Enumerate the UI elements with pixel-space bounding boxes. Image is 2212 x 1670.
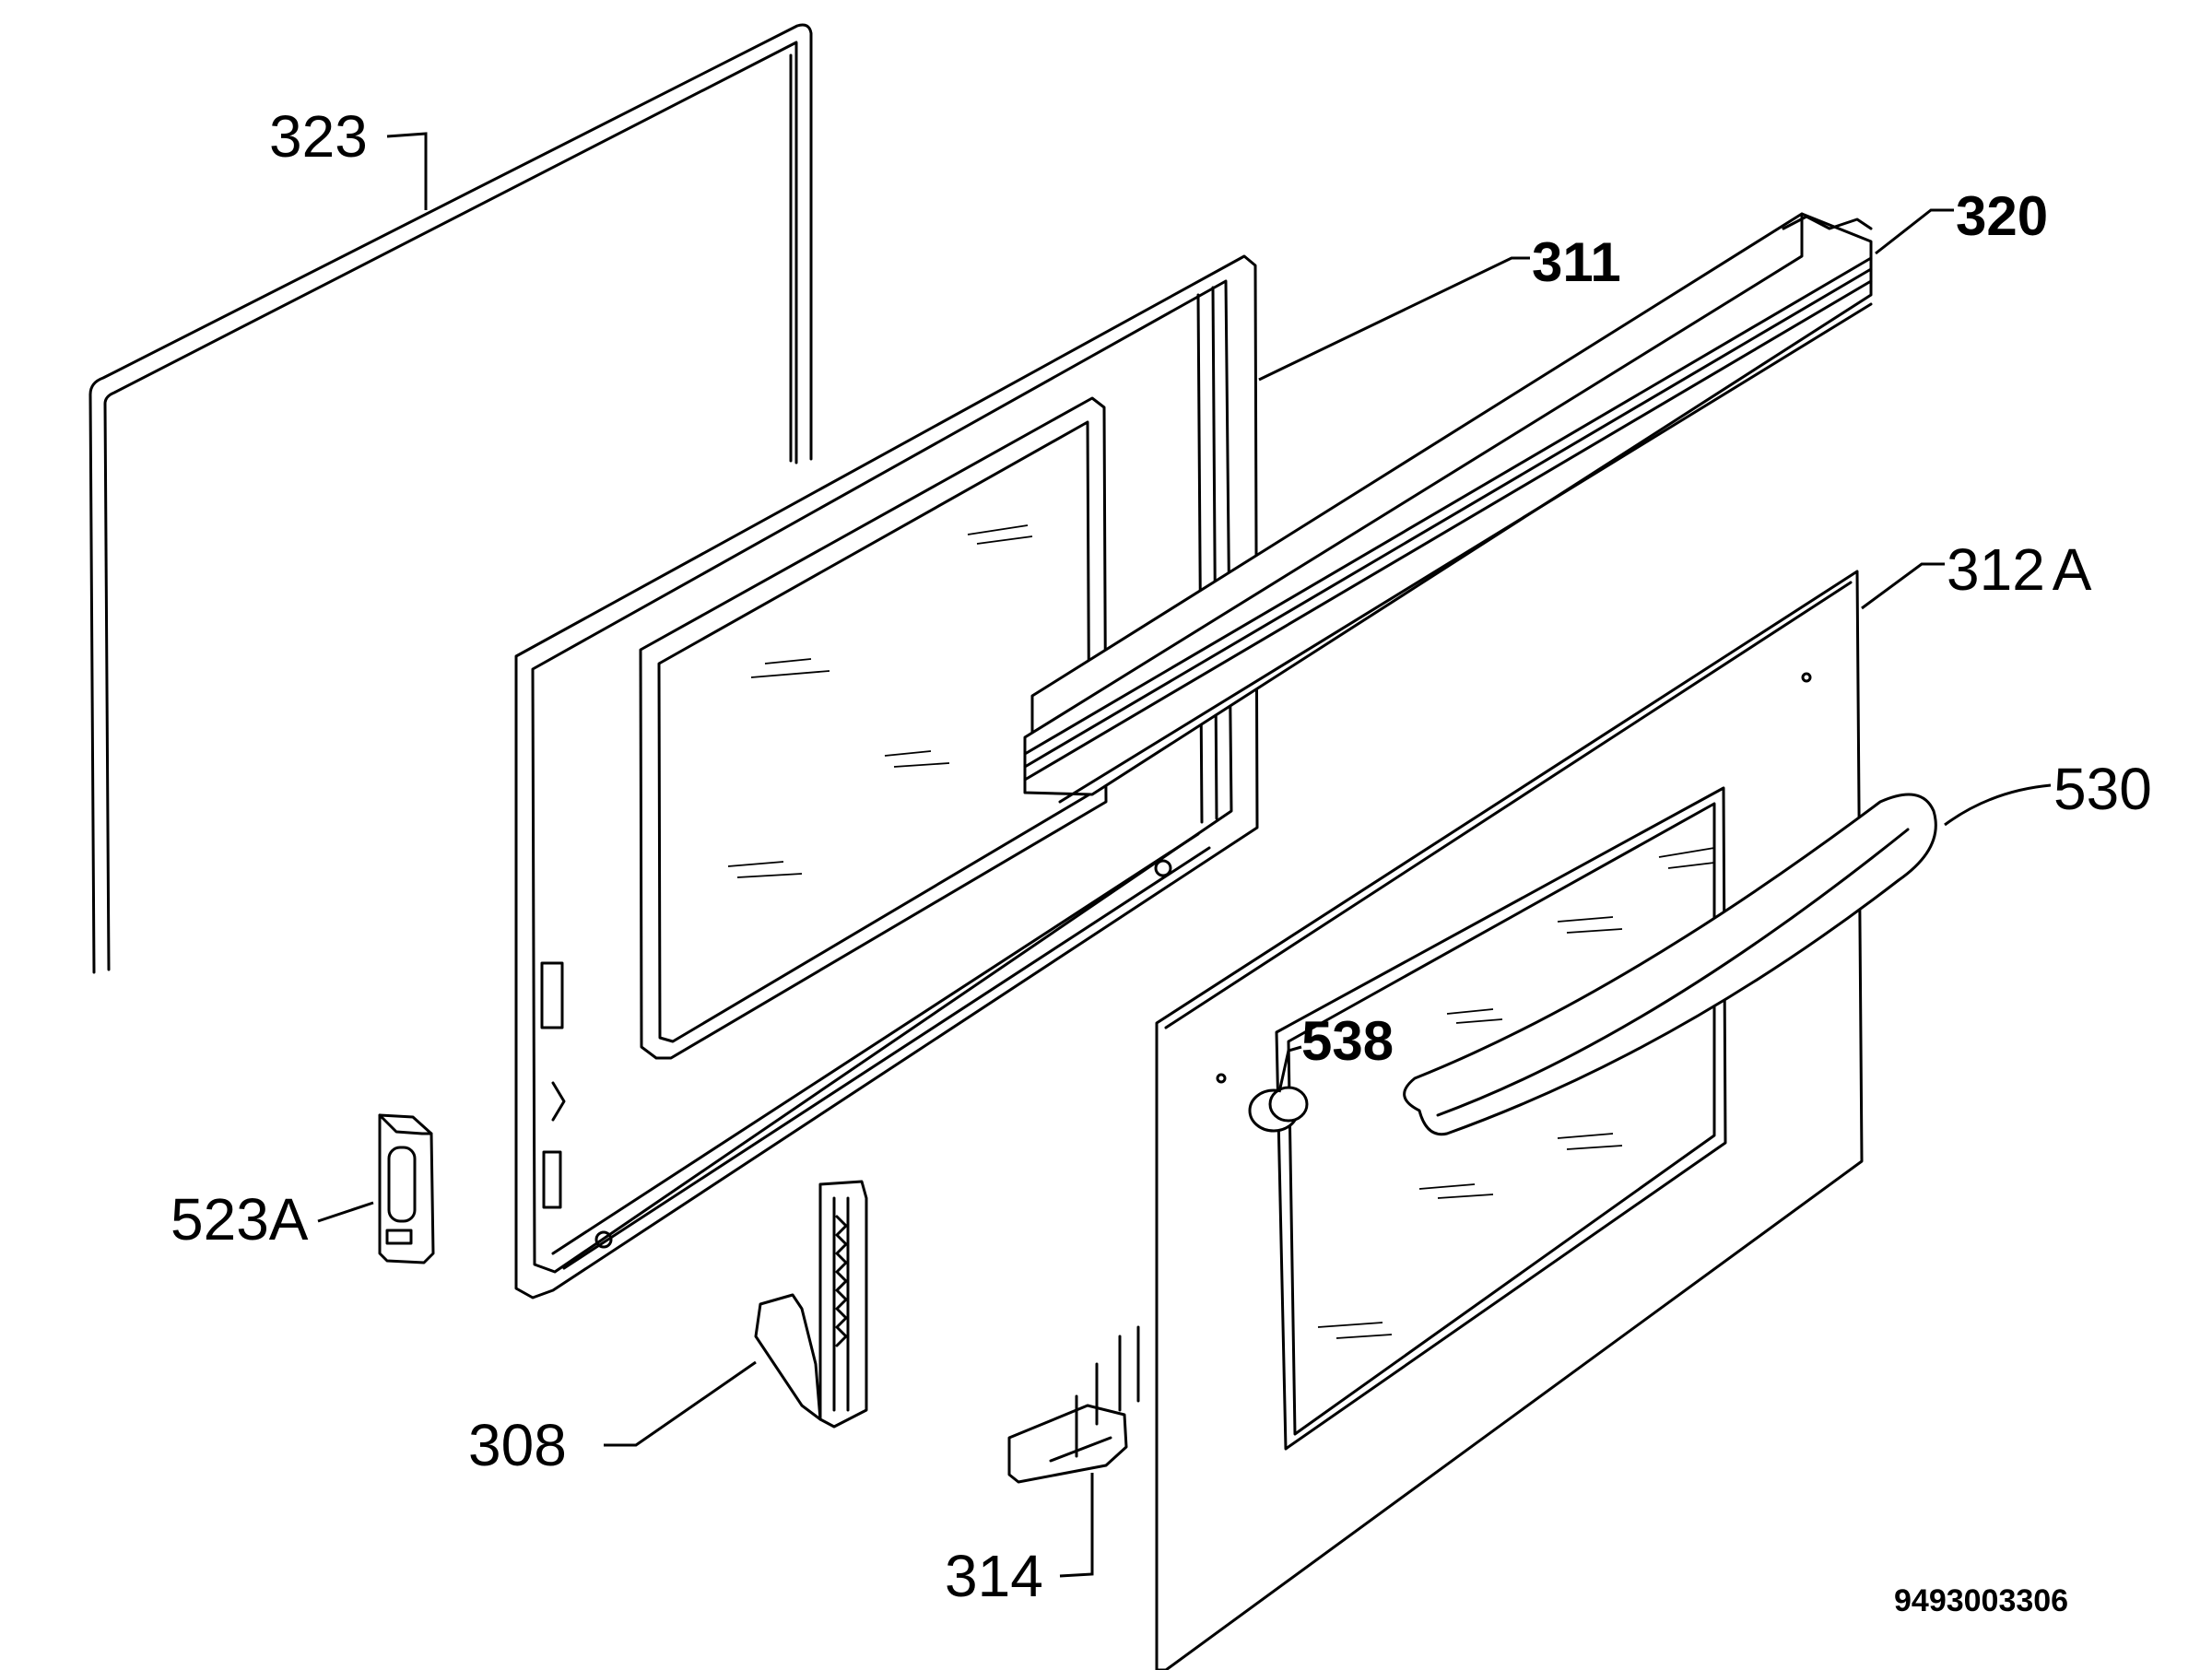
part-320-top-profile xyxy=(1023,212,1873,804)
callout-323: 323 xyxy=(269,103,368,170)
part-308-hinge xyxy=(754,1180,868,1429)
leader-530 xyxy=(1944,783,2052,827)
leader-314 xyxy=(1059,1473,1094,1578)
part-530-handle xyxy=(1403,793,1937,1136)
leader-308 xyxy=(604,1360,757,1447)
part-323-door-seal xyxy=(88,23,813,974)
leader-323 xyxy=(386,132,428,210)
part-312A-outer-glass xyxy=(1155,570,1864,1670)
callout-320: 320 xyxy=(1956,185,2048,247)
callout-523A: 523A xyxy=(171,1186,309,1252)
callout-311: 311 xyxy=(1532,231,1621,293)
document-number: 9493003306 xyxy=(1894,1583,2068,1618)
part-311-inner-frame xyxy=(514,254,1259,1300)
leader-311 xyxy=(1258,256,1530,382)
part-538-bushing xyxy=(1248,1086,1309,1133)
callout-530: 530 xyxy=(2053,756,2152,822)
callout-308: 308 xyxy=(468,1412,567,1478)
leader-312A xyxy=(1861,562,1945,610)
leader-320 xyxy=(1875,208,1954,255)
part-314-hinge-receiver xyxy=(1007,1325,1140,1484)
leader-523A xyxy=(317,1201,374,1223)
part-523A-latch-plate xyxy=(378,1113,435,1264)
callout-538: 538 xyxy=(1301,1010,1394,1072)
leader-538 xyxy=(1277,1045,1302,1093)
callout-314: 314 xyxy=(945,1543,1043,1609)
